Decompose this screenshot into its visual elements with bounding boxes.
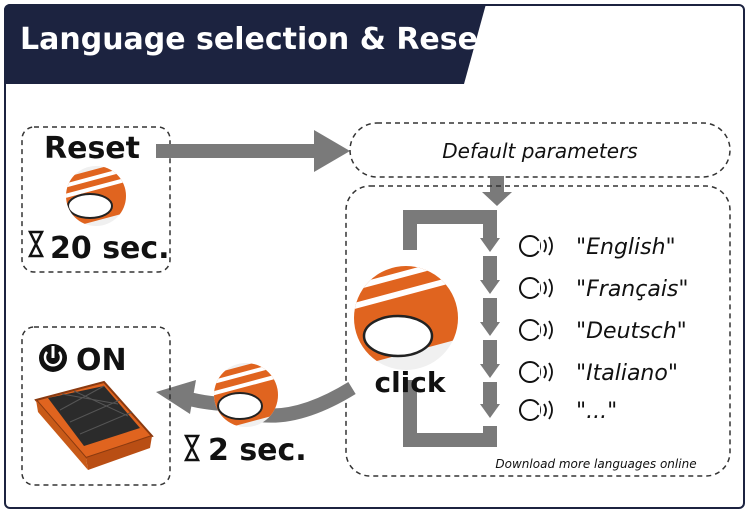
click-button-thumb-icon (354, 266, 458, 370)
language-item: "Français" (576, 277, 689, 302)
power-icon (39, 344, 67, 372)
arrow-default-down (482, 176, 512, 206)
header-notch (464, 4, 486, 84)
hourglass-icon (27, 230, 45, 258)
reset-heading: Reset (44, 131, 140, 166)
hourglass-icon (183, 434, 201, 462)
default-parameters-label: Default parameters (442, 139, 637, 163)
on-label: ON (76, 343, 127, 378)
language-item: "English" (576, 235, 676, 260)
reset-box (21, 126, 171, 273)
speaker-icon (519, 277, 553, 299)
solar-device-icon (34, 380, 154, 470)
on-box (21, 326, 171, 486)
reset-button-thumb-icon (66, 166, 126, 226)
click-label: click (374, 366, 446, 399)
download-note: Download more languages online (495, 457, 696, 471)
language-item: "Deutsch" (576, 319, 687, 344)
page-title: Language selection & Reset (20, 22, 493, 57)
language-item: "Italiano" (576, 361, 678, 386)
language-loop-arrow (403, 210, 500, 447)
reset-duration: 20 sec. (50, 231, 170, 266)
language-item: "..." (576, 399, 617, 424)
default-parameters-box (349, 122, 731, 178)
speaker-icon (519, 235, 553, 257)
header-bar (4, 4, 464, 84)
speaker-icon (519, 399, 553, 421)
speaker-icon (519, 361, 553, 383)
speaker-icon (519, 319, 553, 341)
language-box (345, 185, 731, 477)
arrow-reset-to-default (156, 130, 350, 172)
hold-duration: 2 sec. (208, 433, 307, 468)
